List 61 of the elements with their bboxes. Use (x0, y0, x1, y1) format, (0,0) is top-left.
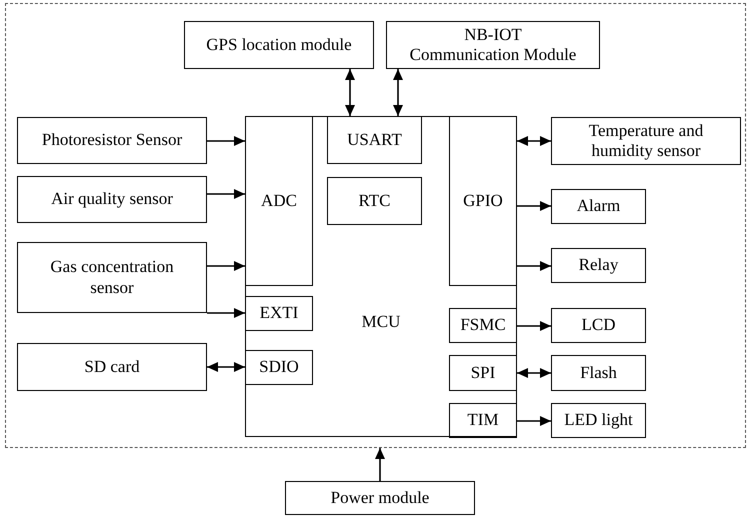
box-label: GPIO (462, 190, 504, 212)
arrow (207, 261, 245, 271)
module-box (17, 176, 207, 223)
module-box (551, 117, 741, 165)
arrow (517, 261, 551, 271)
module-box (386, 21, 600, 69)
arrow (517, 321, 551, 331)
module-box (17, 343, 207, 391)
interface-box (327, 177, 422, 225)
module-box (551, 189, 646, 224)
module-box (17, 117, 207, 164)
box-label: MCU (360, 311, 402, 333)
double-arrow (517, 368, 551, 378)
box-label: FSMC (459, 315, 507, 336)
module-box (17, 242, 207, 313)
box-label: Temperature and humidity sensor (588, 120, 704, 162)
box-label: Power module (330, 488, 430, 508)
module-box (551, 403, 646, 438)
box-label: Air quality sensor (50, 189, 174, 210)
arrow (375, 448, 385, 481)
module-box (551, 248, 646, 283)
interface-box (449, 116, 517, 286)
arrow (207, 189, 245, 199)
interface-box (449, 403, 517, 438)
box-label: Relay (578, 255, 620, 276)
box-label: SPI (470, 362, 496, 384)
arrow (517, 416, 551, 426)
module-box (551, 355, 646, 391)
dashed-boundary (5, 3, 746, 448)
module-box (184, 21, 374, 69)
box-label: GPS location module (205, 34, 353, 56)
double-arrow (517, 136, 551, 146)
box-label: RTC (357, 190, 392, 212)
box-label: TIM (466, 410, 500, 431)
interface-box (327, 116, 422, 164)
box-label: Alarm (576, 196, 622, 217)
box-label: EXTI (258, 303, 300, 324)
box-label: Flash (579, 362, 618, 384)
box-label: NB-IOT Communication Module (408, 24, 578, 66)
arrow (207, 308, 245, 318)
double-arrow (345, 69, 355, 116)
box-label: USART (346, 130, 403, 150)
double-arrow (393, 69, 403, 116)
box-label: ADC (260, 190, 298, 212)
box-label: SD card (83, 356, 141, 378)
interface-box (449, 355, 517, 391)
arrow (207, 136, 245, 146)
interface-box (245, 350, 313, 385)
box-label: SDIO (258, 357, 300, 378)
box-label: Gas concentration sensor (49, 257, 175, 298)
arrow (517, 201, 551, 211)
mcu-box (245, 116, 517, 437)
module-box (285, 481, 475, 515)
double-arrow (207, 362, 245, 372)
interface-box (245, 116, 313, 286)
interface-box (245, 296, 313, 331)
module-box (551, 308, 646, 343)
box-label: Photoresistor Sensor (40, 130, 184, 151)
interface-box (449, 308, 517, 343)
box-label: LED light (563, 410, 634, 431)
box-label: LCD (580, 315, 616, 336)
